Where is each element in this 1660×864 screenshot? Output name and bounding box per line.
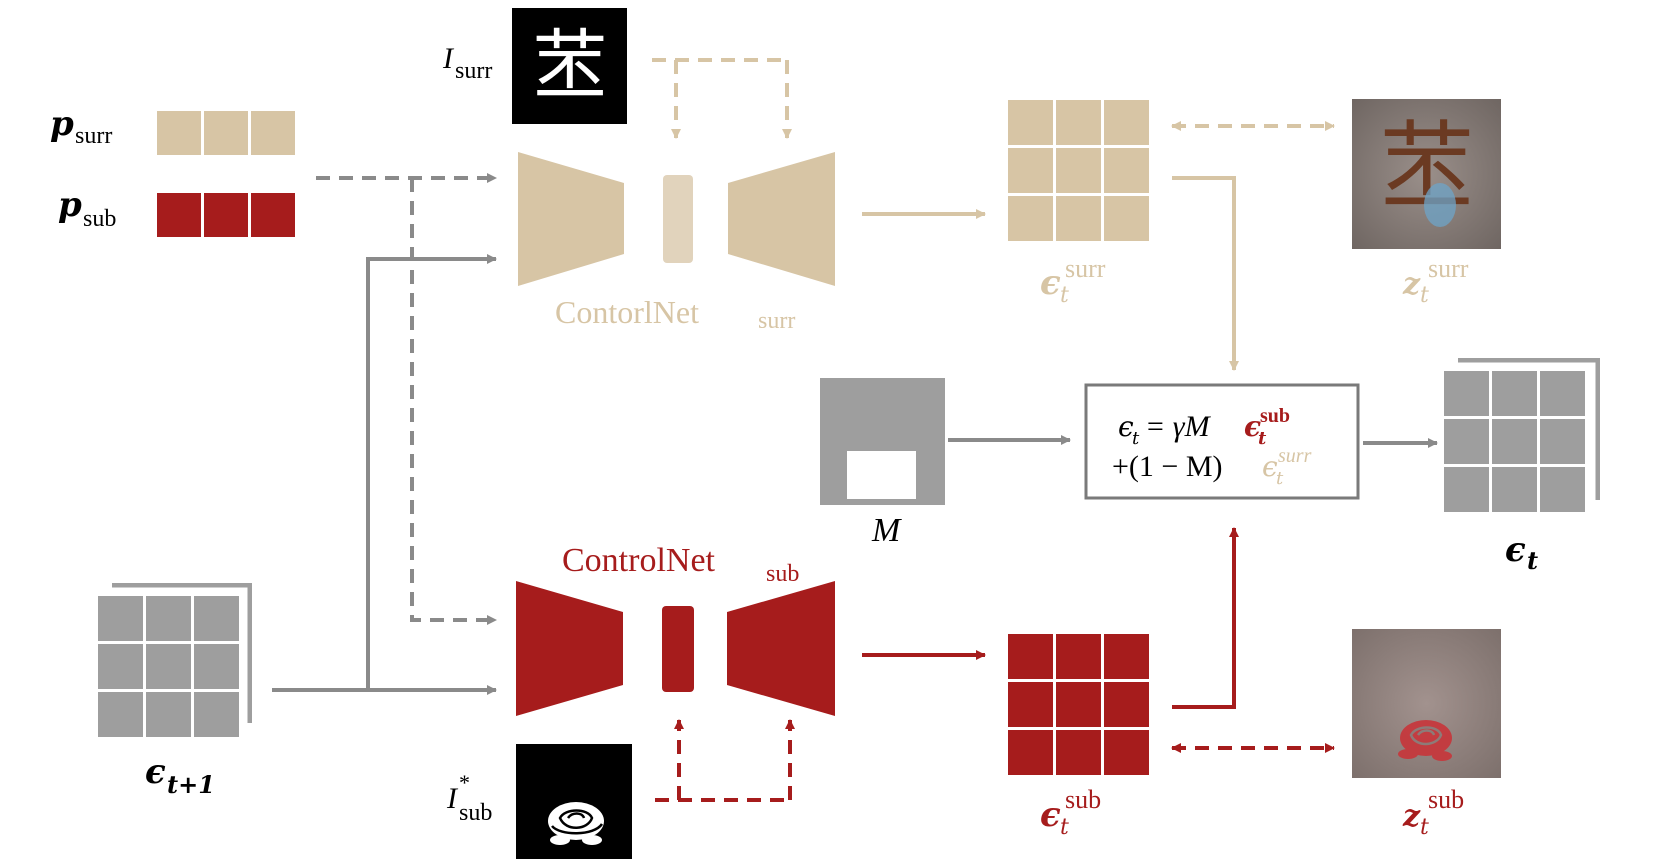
mask-m-image: [820, 378, 945, 505]
svg-text:t: t: [1276, 468, 1284, 489]
eps-t-stack: [1444, 358, 1600, 512]
rose-icon: [1398, 720, 1452, 761]
p-sub-label: p sub: [58, 185, 116, 232]
svg-text:z: z: [1402, 267, 1421, 302]
i-sub-dashed-arrows: [655, 719, 795, 802]
eps-t-plus-1-label: ϵ t+1: [145, 752, 215, 799]
z-surr-image: 苤: [1352, 99, 1501, 249]
eps-sub-grid: [1008, 634, 1149, 775]
svg-text:ϵ: ϵ: [1118, 410, 1134, 443]
svg-text:t: t: [1060, 815, 1069, 840]
controlnet-surr-label: ContorlNet surr: [555, 294, 795, 334]
svg-text:ϵ: ϵ: [1262, 450, 1278, 483]
svg-text:ContorlNet: ContorlNet: [555, 294, 699, 330]
svg-text:surr: surr: [1428, 254, 1469, 283]
controlnet-surr: [518, 152, 835, 286]
eps-t-plus-1-grid: [98, 596, 239, 737]
svg-text:ϵ: ϵ: [145, 752, 166, 792]
svg-text:I: I: [446, 782, 459, 815]
svg-text:ϵ: ϵ: [1505, 530, 1526, 570]
svg-text:t: t: [1258, 428, 1267, 449]
z-surr-label: z t surr: [1402, 254, 1469, 308]
controlnet-sub: [516, 581, 835, 716]
svg-text:surr: surr: [758, 308, 795, 334]
svg-text:sub: sub: [459, 800, 492, 826]
svg-text:sub: sub: [1260, 405, 1290, 427]
svg-text:sub: sub: [766, 561, 799, 587]
svg-text:= γM: = γM: [1145, 410, 1212, 443]
svg-text:+(1 − M): +(1 − M): [1112, 450, 1223, 483]
controlnet-sub-label: ControlNet sub: [562, 542, 799, 587]
eps-t-plus-1-stack: [98, 583, 252, 737]
prompt-dashed-arrows: [316, 173, 497, 625]
mask-m-label: M: [871, 512, 902, 549]
svg-text:ϵ: ϵ: [1040, 263, 1061, 303]
svg-text:sub: sub: [1065, 785, 1101, 814]
svg-text:sub: sub: [83, 206, 116, 232]
i-surr-image: 苤: [512, 8, 627, 124]
svg-text:t: t: [1420, 283, 1429, 308]
arrow-eps-sub-to-formula: [1172, 527, 1239, 709]
svg-text:ϵ: ϵ: [1244, 410, 1261, 443]
svg-text:t: t: [1132, 428, 1140, 449]
svg-text:p: p: [58, 185, 82, 225]
latent-input-arrows: [272, 254, 497, 695]
svg-text:surr: surr: [1065, 254, 1106, 283]
eps-surr-grid: [1008, 100, 1149, 241]
p-sub-embedding: [157, 193, 295, 237]
svg-text:t+1: t+1: [167, 770, 215, 799]
i-sub-image: [516, 744, 632, 859]
svg-text:t: t: [1420, 815, 1429, 840]
p-surr-embedding: [157, 111, 295, 155]
svg-text:z: z: [1402, 799, 1421, 834]
svg-text:surr: surr: [455, 58, 492, 84]
formula-line-2: +(1 − M) ϵ t surr: [1112, 445, 1312, 489]
eps-surr-label: ϵ t surr: [1040, 254, 1106, 308]
svg-text:*: *: [459, 770, 470, 795]
svg-text:I: I: [442, 42, 455, 75]
z-sub-image: [1352, 629, 1501, 778]
eps-t-grid: [1444, 371, 1585, 512]
i-surr-dashed-arrows: [652, 58, 792, 139]
svg-text:ϵ: ϵ: [1040, 795, 1061, 835]
eps-t-label: ϵ t: [1505, 530, 1538, 575]
svg-text:p: p: [50, 104, 74, 144]
svg-text:t: t: [1527, 546, 1538, 575]
svg-text:苤: 苤: [532, 21, 608, 110]
arrow-eps-surr-to-formula: [1172, 176, 1239, 371]
p-surr-label: p surr: [50, 104, 112, 149]
svg-text:surr: surr: [1278, 445, 1312, 467]
formula-box: [1084, 383, 1360, 500]
i-surr-label: I surr: [442, 42, 492, 84]
eps-sub-label: ϵ t sub: [1040, 785, 1101, 840]
svg-text:sub: sub: [1428, 785, 1464, 814]
formula-line-1: ϵ t = γM ϵ t sub: [1118, 405, 1290, 449]
rose-icon: [548, 802, 604, 845]
i-sub-label: I sub *: [446, 770, 492, 826]
svg-text:ControlNet: ControlNet: [562, 542, 716, 579]
svg-text:t: t: [1060, 283, 1069, 308]
z-sub-label: z t sub: [1402, 785, 1464, 840]
svg-text:surr: surr: [75, 123, 112, 149]
